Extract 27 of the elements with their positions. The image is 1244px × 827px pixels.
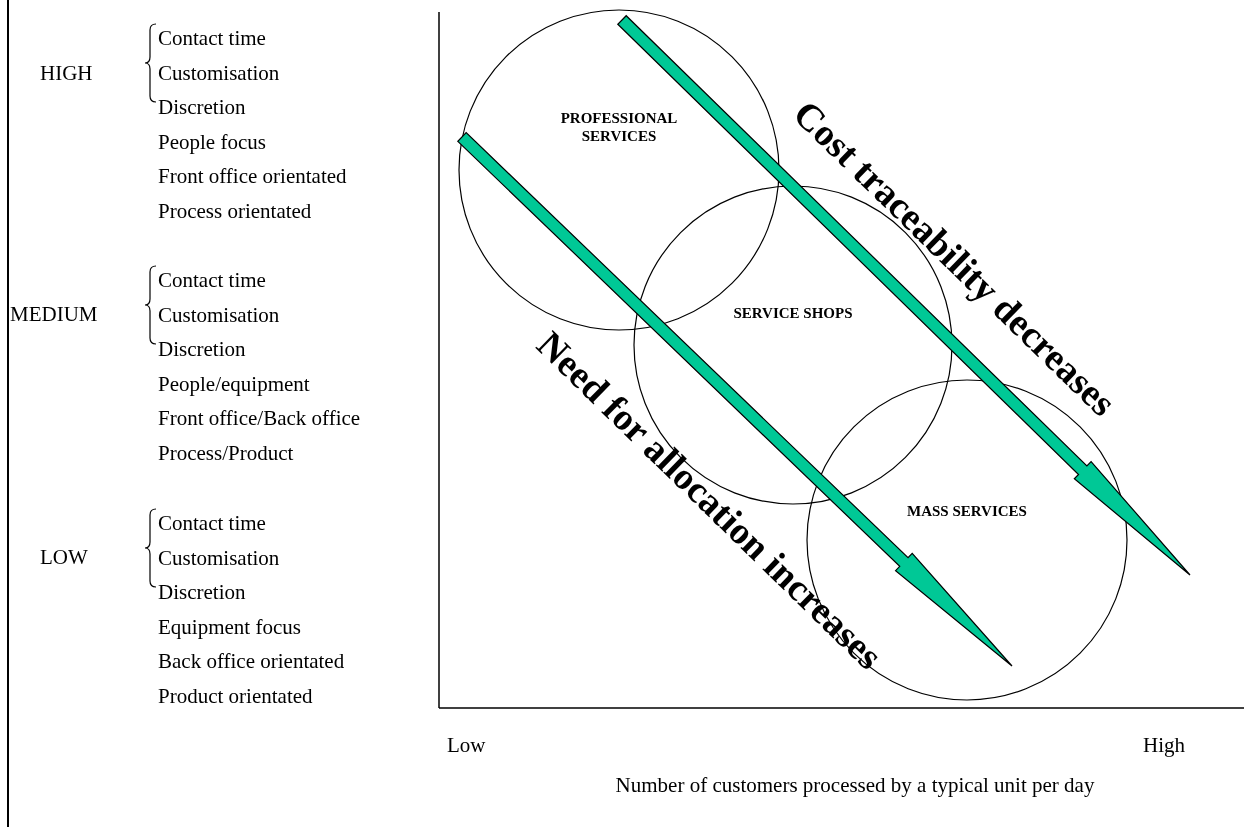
characteristic-label: Product orientated: [158, 683, 313, 708]
level-label: MEDIUM: [10, 302, 98, 326]
characteristic-label: People/equipment: [158, 371, 310, 396]
level-label: HIGH: [40, 61, 93, 85]
characteristic-label: Process/Product: [158, 440, 294, 465]
characteristic-label: Contact time: [158, 268, 266, 292]
characteristic-label: Customisation: [158, 60, 280, 85]
characteristic-label: Front office/Back office: [158, 406, 361, 430]
characteristic-label: Contact time: [158, 511, 266, 535]
axis-tick-label: Low: [447, 733, 486, 757]
characteristic-label: People focus: [158, 129, 266, 154]
characteristic-label: Equipment focus: [158, 614, 301, 639]
axis-title: Number of customers processed by a typical unit per day: [615, 773, 1095, 797]
circle-label: MASS SERVICES: [906, 502, 1028, 520]
level-label: LOW: [40, 545, 88, 569]
circle-label: PROFESSIONAL SERVICES: [559, 109, 679, 145]
characteristic-label: Contact time: [158, 26, 266, 50]
axis-tick-label: High: [1143, 733, 1185, 757]
characteristic-label: Customisation: [158, 302, 280, 327]
characteristic-label: Process orientated: [158, 198, 312, 223]
characteristic-label: Discretion: [158, 580, 246, 604]
characteristic-label: Front office orientated: [158, 164, 347, 188]
characteristic-label: Discretion: [158, 95, 246, 119]
characteristic-label: Back office orientated: [158, 649, 345, 673]
characteristic-label: Customisation: [158, 545, 280, 570]
characteristic-label: Discretion: [158, 337, 246, 361]
circle-label: SERVICE SHOPS: [732, 304, 854, 322]
